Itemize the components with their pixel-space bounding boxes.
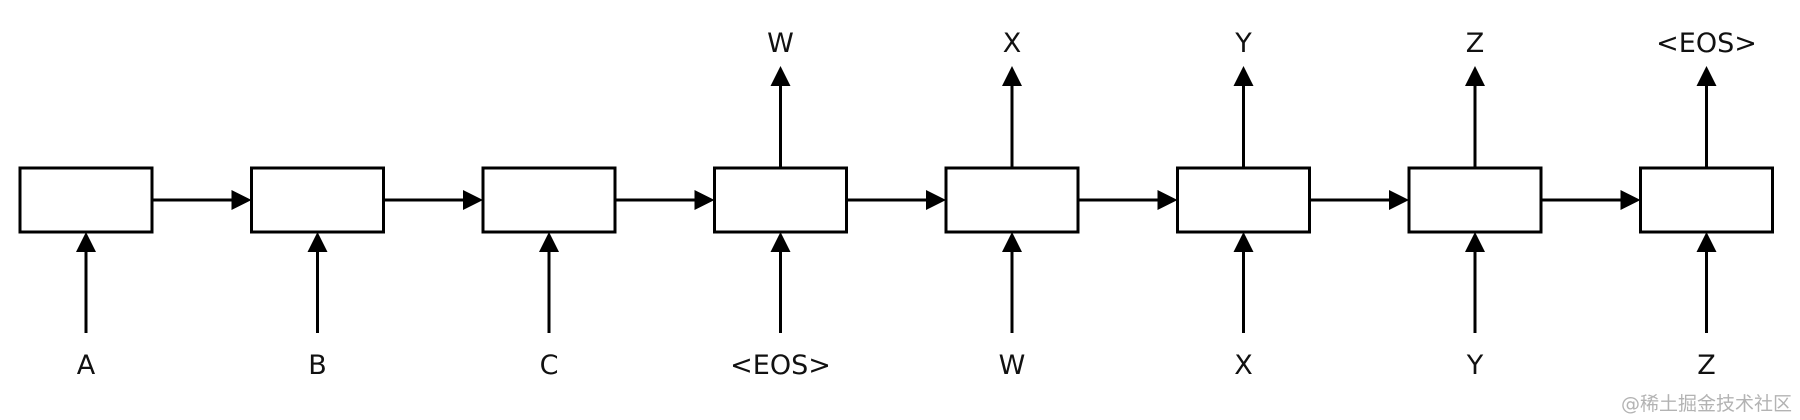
input-arrow-1-head [76, 232, 96, 252]
rnn-cell-box-3 [481, 166, 617, 234]
output-label-6: Y [1234, 28, 1252, 59]
input-arrow-2-head [307, 232, 328, 252]
output-arrow-4-head [770, 66, 791, 86]
input-arrow-3-head [539, 232, 559, 252]
rnn-cell-box-1 [18, 166, 154, 234]
rnn-cell-box-7 [1407, 166, 1543, 234]
output-label-7: Z [1466, 28, 1485, 59]
input-arrow-4-head [770, 232, 791, 252]
rnn-cell-box-5 [944, 166, 1080, 234]
input-arrow-6-head [1233, 232, 1254, 252]
input-label-3: C [540, 350, 559, 381]
input-arrow-5-head [1002, 232, 1022, 252]
output-arrow-7-head [1465, 66, 1485, 86]
output-arrow-5-head [1002, 66, 1022, 86]
output-arrow-6-head [1233, 66, 1254, 86]
output-label-4: W [767, 28, 794, 59]
input-label-5: W [999, 350, 1026, 381]
recurrent-arrow-3-head [694, 190, 715, 210]
rnn-cell-box-6 [1176, 166, 1311, 234]
output-arrow-8-head [1696, 66, 1717, 86]
input-arrow-8-head [1696, 232, 1717, 252]
rnn-cell-box-4 [713, 166, 848, 234]
input-label-7: Y [1466, 350, 1484, 381]
recurrent-arrow-6-head [1389, 190, 1409, 210]
output-label-8: <EOS> [1656, 28, 1757, 59]
recurrent-arrow-2-head [463, 190, 483, 210]
cells-layer: A B C <EOS> W W X X Y Y Z Z <EOS> [18, 28, 1774, 381]
recurrent-arrow-7-head [1620, 190, 1641, 210]
recurrent-arrow-1-head [231, 190, 252, 210]
rnn-cell-box-8 [1639, 166, 1774, 234]
watermark-text: @稀土掘金技术社区 [1621, 393, 1792, 415]
input-label-1: A [77, 350, 96, 381]
input-label-6: X [1234, 350, 1253, 381]
recurrent-arrow-4-head [926, 190, 946, 210]
input-label-8: Z [1697, 350, 1716, 381]
output-label-5: X [1003, 28, 1022, 59]
input-label-2: B [308, 350, 327, 381]
rnn-cell-box-2 [250, 166, 385, 234]
recurrent-arrow-5-head [1157, 190, 1178, 210]
input-label-4: <EOS> [730, 350, 831, 381]
input-arrow-7-head [1465, 232, 1485, 252]
